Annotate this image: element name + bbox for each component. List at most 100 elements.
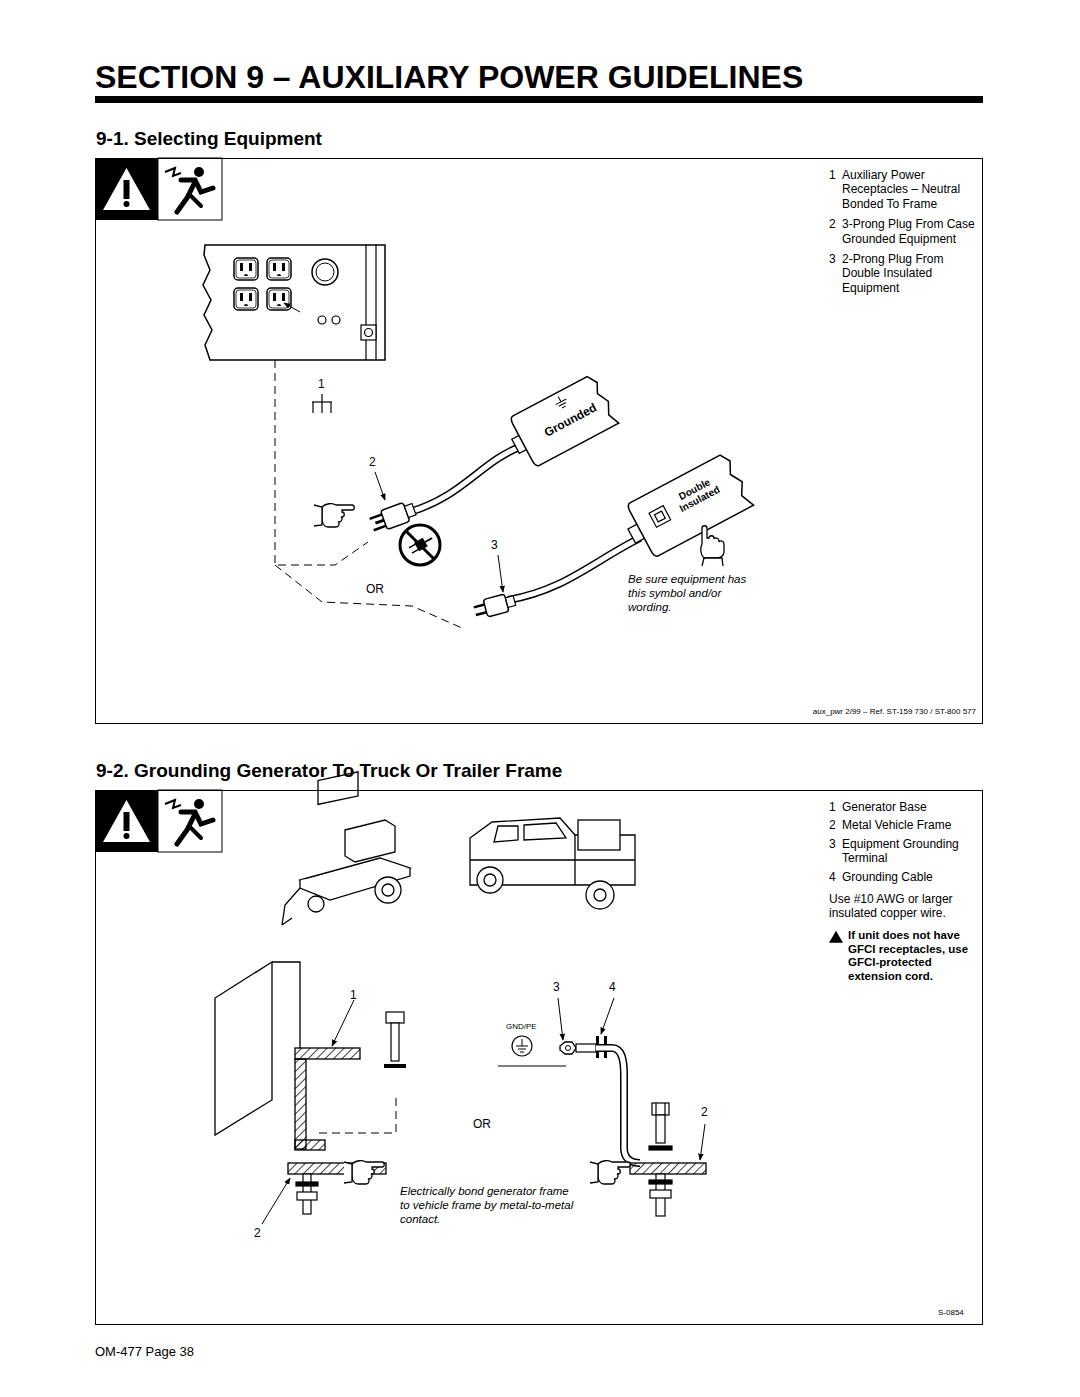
illustration-part — [296, 1174, 318, 1214]
illustration-part — [318, 1098, 396, 1133]
callout-text: Grounding Cable — [842, 870, 980, 884]
illustration-part — [649, 1180, 672, 1184]
illustration-part — [576, 1044, 596, 1052]
illustration-part — [375, 877, 401, 903]
illustration-part — [655, 1103, 656, 1115]
or-label: OR — [473, 1117, 491, 1131]
illustration-part — [502, 373, 619, 471]
illustration-part — [649, 1146, 672, 1150]
illustration-part — [626, 452, 754, 558]
illustration-part — [95, 790, 222, 852]
illustration-part — [295, 1048, 360, 1059]
illustration-part — [410, 446, 522, 512]
illustration-part — [498, 555, 503, 592]
illustration-part — [586, 881, 614, 909]
callout-number: 1 — [318, 377, 325, 391]
callout-number: 1 — [829, 800, 836, 814]
illustration-part — [370, 514, 383, 519]
illustration-part — [524, 823, 566, 840]
illustration-part — [484, 874, 496, 886]
callout-number: 1 — [350, 988, 357, 1002]
callout-number: 2 — [829, 217, 836, 231]
section-title: SECTION 9 – AUXILIARY POWER GUIDELINES — [95, 58, 803, 96]
illustration-part — [559, 403, 566, 407]
illustration-part — [425, 538, 432, 542]
illustration-part — [829, 931, 843, 943]
illustration-part — [344, 1161, 384, 1184]
illustration-part — [700, 1124, 705, 1160]
illustration-part — [558, 998, 563, 1040]
illustration-part — [282, 888, 300, 925]
illustration-part — [505, 596, 515, 608]
callout-number: 4 — [609, 980, 616, 994]
illustration-part — [282, 918, 292, 925]
illustration-part — [312, 259, 338, 285]
page-footer: OM-477 Page 38 — [95, 1344, 194, 1360]
illustration-part — [509, 373, 619, 467]
illustration-part — [498, 1065, 566, 1066]
note-text: Use #10 AWG or larger insulated copper w… — [829, 892, 979, 921]
illustration-part — [596, 1048, 640, 1163]
callout-text: 2-Prong Plug From Double Insulated Equip… — [842, 252, 980, 295]
illustration-part — [272, 962, 300, 1048]
illustration-part — [234, 258, 258, 280]
illustration-part — [318, 316, 326, 324]
reference-code: aux_pwr 2/99 – Ref. ST-159 730 / ST-800 … — [813, 707, 976, 717]
section-heading: 9-2. Grounding Generator To Truck Or Tra… — [96, 760, 562, 782]
illustration-part — [321, 402, 322, 413]
illustration-part — [332, 316, 340, 324]
illustration-part — [375, 245, 376, 360]
illustration-part — [386, 1012, 404, 1023]
illustration-part — [701, 526, 724, 566]
section-heading: 9-1. Selecting Equipment — [96, 128, 322, 150]
illustration-part — [404, 504, 416, 518]
illustration-part — [295, 1140, 325, 1150]
illustration-part — [234, 288, 258, 310]
illustration-part — [578, 820, 620, 850]
illustration-part — [477, 867, 503, 893]
illustration-part — [312, 402, 313, 413]
illustration-part — [518, 1049, 526, 1050]
illustration-part — [701, 526, 724, 566]
illustration-part — [664, 1103, 665, 1115]
illustration-part — [308, 896, 324, 912]
illustration-part — [215, 962, 272, 1135]
illustration-part — [330, 402, 331, 413]
illustration-part — [516, 1046, 528, 1047]
callout-number: 1 — [829, 168, 836, 182]
illustration-part — [409, 544, 415, 548]
illustration-part — [649, 1103, 672, 1216]
callout-number: 2 — [369, 455, 376, 469]
illustration-part — [316, 263, 334, 281]
warning-text: If unit does not have GFCI receptacles, … — [848, 929, 976, 984]
illustration-part — [361, 325, 376, 340]
illustration-part — [95, 96, 983, 103]
callout-number: 3 — [491, 538, 498, 552]
illustration-part — [656, 1115, 665, 1143]
illustration-part — [296, 1182, 318, 1186]
illustration-part — [590, 1161, 630, 1184]
illustration-part — [382, 884, 394, 896]
callout-text: Generator Base — [842, 800, 980, 814]
illustration-part — [650, 1190, 671, 1198]
illustration-part — [95, 158, 222, 220]
illustration-part — [295, 1059, 306, 1149]
illustration-part — [406, 531, 434, 559]
illustration-part — [400, 525, 440, 565]
illustration-part — [508, 538, 640, 600]
callout-number: 2 — [829, 818, 836, 832]
illustration-part — [412, 550, 418, 554]
illustration-part — [410, 446, 522, 512]
illustration-part — [520, 1052, 524, 1053]
illustration-part — [391, 1023, 399, 1061]
illustration-part — [267, 258, 291, 280]
illustration-part — [275, 565, 462, 628]
illustration-part — [558, 396, 561, 401]
illustration-part — [630, 1163, 706, 1174]
illustration-part — [512, 1036, 532, 1056]
callout-text: 3-Prong Plug From Case Grounded Equipmen… — [842, 217, 980, 246]
callout-number: 4 — [829, 870, 836, 884]
note-text: Electrically bond generator frame to veh… — [400, 1185, 576, 1226]
illustration-part — [470, 818, 635, 909]
illustration-part — [594, 889, 606, 901]
